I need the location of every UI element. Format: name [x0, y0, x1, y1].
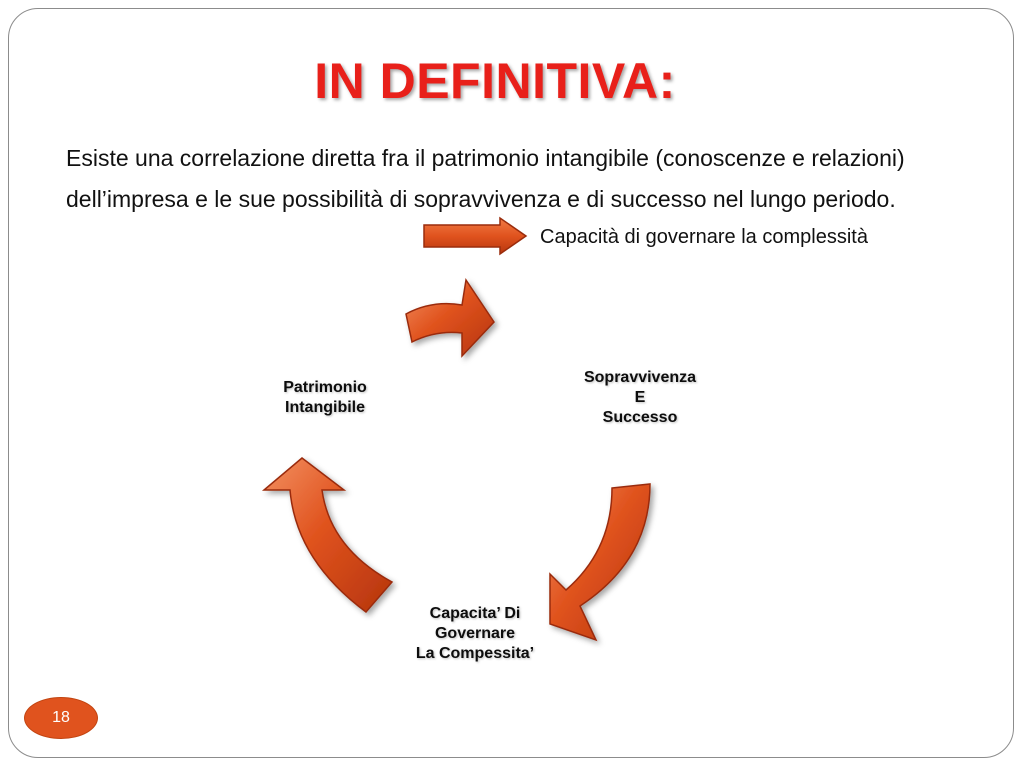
- cycle-arrow-icon: [261, 457, 394, 614]
- node-line: La Compessita’: [415, 645, 535, 662]
- node-line: E: [634, 389, 646, 406]
- node-patrimonio-intangibile: Patrimonio Intangibile: [250, 378, 400, 418]
- cycle-arrow-icon: [549, 483, 651, 642]
- node-sopravvivenza-successo: Sopravvivenza E Successo: [555, 368, 725, 428]
- cycle-arrow-icon: [405, 277, 495, 358]
- slide-title: IN DEFINITIVA:: [314, 53, 676, 109]
- node-line: Governare: [434, 625, 516, 642]
- body-text: Esiste una correlazione diretta fra il p…: [66, 145, 905, 212]
- node-line: Successo: [602, 409, 678, 426]
- slide-frame: [8, 8, 1014, 758]
- node-line: Intangibile: [285, 399, 365, 416]
- right-arrow-icon: [423, 216, 528, 256]
- node-capacita-governare: Capacita’ Di Governare La Compessita’: [380, 604, 570, 664]
- page-number-badge: 18: [24, 697, 98, 739]
- side-note: Capacità di governare la complessità: [540, 226, 868, 248]
- node-line: Patrimonio: [283, 379, 367, 396]
- node-line: Capacita’ Di: [429, 605, 521, 622]
- node-line: Sopravvivenza: [583, 369, 697, 386]
